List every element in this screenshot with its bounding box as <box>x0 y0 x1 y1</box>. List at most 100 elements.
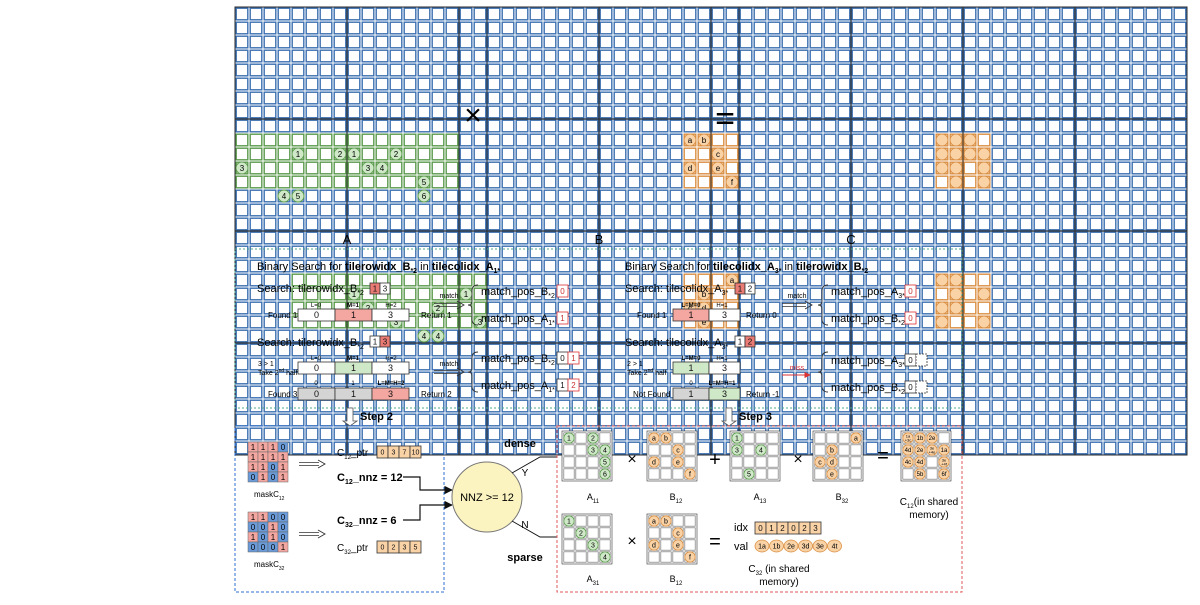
matrix-a-cell <box>291 231 305 245</box>
mask32-value: 1 <box>251 513 256 522</box>
dense-label: dense <box>504 438 536 450</box>
matrix-a-cell <box>445 105 459 119</box>
matrix-c-cell <box>963 231 977 245</box>
val-marker <box>827 539 842 553</box>
matrix-c-cell <box>1019 35 1033 49</box>
matrix-c-cell <box>1173 21 1187 35</box>
array-value: 0 <box>908 314 913 323</box>
matrix-c-cell <box>1159 175 1173 189</box>
matrix-b-cell <box>725 77 739 91</box>
matrix-a-cell <box>389 35 403 49</box>
matrix-b-cell <box>613 161 627 175</box>
matrix-b-cell <box>655 245 669 259</box>
matrix-c-cell <box>1019 77 1033 91</box>
matrix-b-cell <box>669 63 683 77</box>
matrix-b-cell <box>655 259 669 273</box>
matrix-b-cell <box>543 203 557 217</box>
matrix-b-cell <box>613 427 627 441</box>
mask12-value: 1 <box>261 443 266 452</box>
mask32-value: 1 <box>251 533 256 542</box>
matrix-b-cell <box>571 315 585 329</box>
a13-cell <box>755 456 767 468</box>
matrix-c-cell <box>977 203 991 217</box>
mask32-value: 1 <box>271 533 276 542</box>
b12-sparse-cell <box>684 515 696 527</box>
matrix-a-cell <box>417 357 431 371</box>
matrix-c-cell <box>1173 161 1187 175</box>
matrix-a-cell <box>459 63 473 77</box>
matrix-a-cell <box>347 35 361 49</box>
matrix-c-cell <box>1117 441 1131 455</box>
matrix-a-cell <box>445 119 459 133</box>
matrix-b-cell <box>669 35 683 49</box>
matrix-b-cell <box>487 7 501 21</box>
matrix-c-cell <box>1159 161 1173 175</box>
matrix-c-cell <box>1131 189 1145 203</box>
matrix-c-cell <box>1005 203 1019 217</box>
matrix-a-tile-cell <box>263 133 277 147</box>
matrix-c-cell <box>823 91 837 105</box>
matrix-b-cell <box>669 21 683 35</box>
matrix-c-cell <box>823 371 837 385</box>
matrix-a-cell <box>333 7 347 21</box>
matrix-c-cell <box>809 147 823 161</box>
matrix-b-cell <box>543 273 557 287</box>
matrix-c-cell <box>739 91 753 105</box>
matrix-c-cell <box>977 385 991 399</box>
matrix-c-cell <box>977 427 991 441</box>
array-value: 1 <box>373 284 378 293</box>
matrix-a-cell <box>459 217 473 231</box>
nonzero-label: b <box>702 136 707 145</box>
matrix-a-cell <box>431 385 445 399</box>
b12-sparse-value: f <box>689 555 691 562</box>
matrix-a-tile-cell <box>361 273 375 287</box>
matrix-a-cell <box>361 49 375 63</box>
matrix-c-cell <box>753 133 767 147</box>
matrix-b-cell <box>571 189 585 203</box>
matrix-a-cell <box>305 441 319 455</box>
matrix-b-cell <box>515 413 529 427</box>
c12-nonzero <box>926 444 938 456</box>
matrix-a-cell <box>473 21 487 35</box>
matrix-c-cell <box>935 35 949 49</box>
c-nonzero <box>935 301 949 315</box>
matrix-c-cell <box>1089 399 1103 413</box>
matrix-a-cell <box>263 315 277 329</box>
matrix-c-cell <box>893 133 907 147</box>
matrix-b-tile-cell <box>697 175 711 189</box>
matrix-a-tile-cell <box>361 175 375 189</box>
matrix-c-cell <box>837 203 851 217</box>
matrix-a-cell <box>417 231 431 245</box>
matrix-a-cell <box>305 217 319 231</box>
matrix-a-cell <box>291 245 305 259</box>
matrix-b-cell <box>641 385 655 399</box>
c32-ptr-label: C32_ptr <box>337 543 369 556</box>
matrix-c-cell <box>1047 245 1061 259</box>
matrix-b-cell <box>501 385 515 399</box>
matrix-b-cell <box>557 273 571 287</box>
matrix-a-cell <box>473 147 487 161</box>
matrix-c-cell <box>1033 329 1047 343</box>
matrix-b-cell <box>529 189 543 203</box>
matrix-c-cell <box>1103 203 1117 217</box>
matrix-b-cell <box>669 49 683 63</box>
matrix-a-tile-cell <box>431 315 445 329</box>
matrix-a-cell <box>417 245 431 259</box>
matrix-c-cell <box>865 273 879 287</box>
b12-sparse-nonzero <box>672 527 684 539</box>
matrix-a-cell <box>319 189 333 203</box>
matrix-c-cell <box>837 413 851 427</box>
matrix-b-cell <box>571 287 585 301</box>
matrix-c-cell <box>795 175 809 189</box>
b12-sparse-label: B12 <box>670 574 683 587</box>
matrix-c-cell <box>1145 259 1159 273</box>
matrix-c-cell <box>1173 301 1187 315</box>
array-value: 2 <box>748 284 753 293</box>
matrix-c-cell <box>893 91 907 105</box>
matrix-c-cell <box>781 35 795 49</box>
matrix-c-cell <box>991 7 1005 21</box>
matrix-c-cell <box>1019 357 1033 371</box>
c12-nonzero <box>914 444 926 456</box>
matrix-c-cell <box>1131 175 1145 189</box>
a-nonzero <box>431 329 445 343</box>
